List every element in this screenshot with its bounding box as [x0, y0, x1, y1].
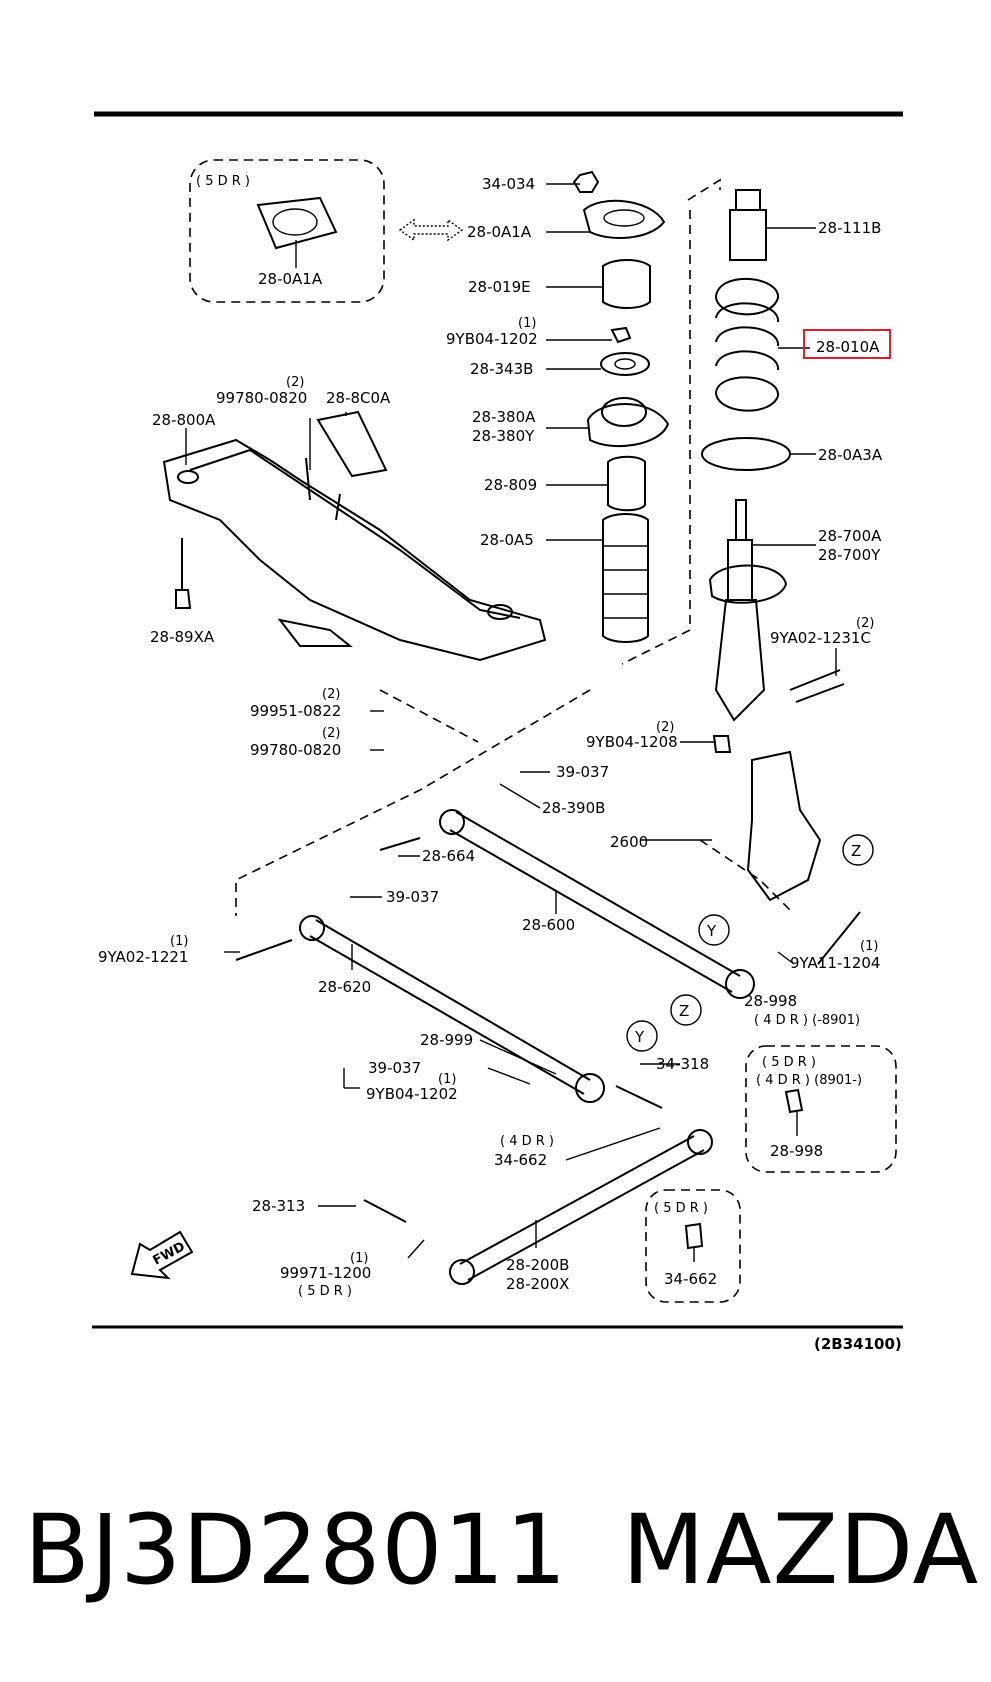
- callout-y-1: Y: [698, 914, 730, 946]
- fwd-arrow-icon: FWD: [130, 1230, 194, 1280]
- label-28-664: 28-664: [422, 847, 475, 865]
- label-99780-0820-bottom: 99780-0820: [250, 741, 341, 759]
- label-28-809: 28-809: [484, 476, 537, 494]
- qty-label: (1): [860, 939, 878, 954]
- label-28-8c0a: 28-8C0A: [326, 389, 391, 407]
- svg-text:( 5 D R ): ( 5 D R ): [654, 1201, 708, 1216]
- crossmember-dashline: [235, 689, 591, 916]
- qty-label: (1): [518, 316, 536, 331]
- label-28-600: 28-600: [522, 916, 575, 934]
- label-28-700a: 28-700A: [818, 527, 882, 545]
- label-28-999: 28-999: [420, 1031, 473, 1049]
- spring-group: [701, 189, 845, 753]
- label-9ya02-1231c: 9YA02-1231C: [770, 629, 871, 647]
- callout-z-2: Z: [670, 994, 702, 1026]
- label-28-0a3a: 28-0A3A: [818, 446, 883, 464]
- label-28-390b: 28-390B: [542, 799, 605, 817]
- label-99971-1200: 99971-1200: [280, 1264, 371, 1282]
- label-28-998: 28-998: [744, 992, 797, 1010]
- label-5dr: ( 5 D R ): [298, 1284, 352, 1299]
- label-39-037-a: 39-037: [556, 763, 609, 781]
- qty-label: (2): [322, 726, 340, 741]
- label-28-200b: 28-200B: [506, 1256, 569, 1274]
- label-28-111b: 28-111B: [818, 219, 881, 237]
- inset-5dr-right: ( 5 D R ) ( 4 D R ) (8901-) 28-998: [745, 1045, 897, 1173]
- inset-5dr-top: ( 5 D R ) 28-0A1A: [189, 159, 385, 303]
- qty-label: (1): [350, 1251, 368, 1266]
- column-dashline: [621, 178, 721, 665]
- qty-label: (2): [286, 375, 304, 390]
- label-28-010a: 28-010A: [816, 338, 880, 356]
- svg-text:( 4 D R ) (8901-): ( 4 D R ) (8901-): [756, 1073, 862, 1088]
- label-28-343b: 28-343B: [470, 360, 533, 378]
- label-99951-0822: 99951-0822: [250, 702, 341, 720]
- label-28-200x: 28-200X: [506, 1275, 569, 1293]
- label-9yb04-1202: 9YB04-1202: [446, 330, 538, 348]
- svg-text:( 5 D R ): ( 5 D R ): [196, 174, 250, 189]
- caption: BJ3D28011 MAZDA: [0, 1490, 991, 1610]
- qty-label: (1): [170, 934, 188, 949]
- label-28-89xa: 28-89XA: [150, 628, 215, 646]
- callout-y-2: Y: [626, 1020, 658, 1052]
- svg-text:Z: Z: [851, 842, 861, 860]
- label-9yb04-1202-b: 9YB04-1202: [366, 1085, 458, 1103]
- label-34-034: 34-034: [482, 175, 535, 193]
- svg-text:Z: Z: [679, 1002, 689, 1020]
- label-4dr: ( 4 D R ): [500, 1134, 554, 1149]
- brand-name: MAZDA: [622, 1494, 980, 1606]
- label-34-318: 34-318: [656, 1055, 709, 1073]
- qty-label: (2): [856, 616, 874, 631]
- label-28-0a1a-inset: 28-0A1A: [258, 270, 323, 288]
- svg-text:( 5 D R ): ( 5 D R ): [762, 1055, 816, 1070]
- part-number: BJ3D28011: [24, 1494, 568, 1606]
- label-28-380y: 28-380Y: [472, 427, 535, 445]
- callout-z-1: Z: [842, 834, 874, 866]
- label-28-313: 28-313: [252, 1197, 305, 1215]
- label-34-662: 34-662: [494, 1151, 547, 1169]
- label-9ya11-1204: 9YA11-1204: [790, 954, 880, 972]
- knuckle-part: [746, 750, 822, 902]
- svg-text:28-998: 28-998: [770, 1142, 823, 1160]
- label-28-380a: 28-380A: [472, 408, 536, 426]
- knuckle-dashline: [699, 839, 791, 911]
- label-4dr-8901: ( 4 D R ) (-8901): [754, 1013, 860, 1028]
- label-9ya02-1221: 9YA02-1221: [98, 948, 188, 966]
- inset-5dr-bottom: ( 5 D R ) 34-662: [645, 1189, 741, 1303]
- reference-code: (2B34100): [814, 1335, 902, 1353]
- label-39-037-b: 39-037: [386, 888, 439, 906]
- qty-label: (2): [322, 687, 340, 702]
- top-mount-group: [572, 170, 670, 643]
- label-39-037-c: 39-037: [368, 1059, 421, 1077]
- svg-text:Y: Y: [706, 922, 717, 940]
- highlight-box: [803, 329, 891, 359]
- label-9yb04-1208: 9YB04-1208: [586, 733, 678, 751]
- label-28-620: 28-620: [318, 978, 371, 996]
- leader-lines: [185, 183, 837, 1259]
- label-28-0a1a: 28-0A1A: [467, 223, 532, 241]
- label-28-019e: 28-019E: [468, 278, 531, 296]
- svg-text:34-662: 34-662: [664, 1270, 717, 1288]
- label-28-700y: 28-700Y: [818, 546, 881, 564]
- label-2600: 2600: [610, 833, 648, 851]
- qty-label: (2): [656, 720, 674, 735]
- label-28-0a5: 28-0A5: [480, 531, 534, 549]
- svg-text:Y: Y: [634, 1028, 645, 1046]
- label-28-800a: 28-800A: [152, 411, 216, 429]
- qty-label: (1): [438, 1072, 456, 1087]
- label-99780-0820-top: 99780-0820: [216, 389, 307, 407]
- crossmember-group: [162, 410, 547, 662]
- double-arrow-icon: [398, 218, 464, 242]
- lateral-arms-group: [235, 809, 861, 1285]
